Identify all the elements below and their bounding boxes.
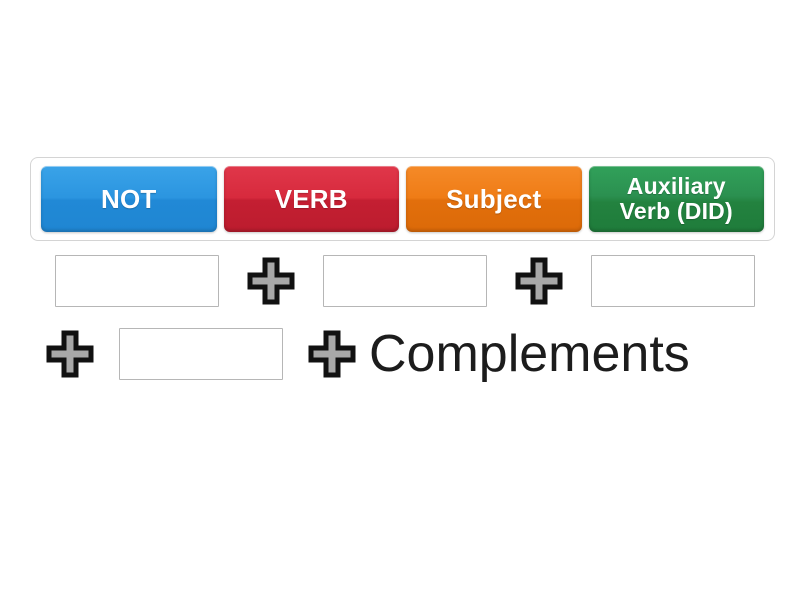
dropzone-slot-4[interactable] [119,328,283,380]
plus-icon [45,329,95,379]
tile-not[interactable]: NOT [41,166,217,232]
tile-auxiliary-verb[interactable]: Auxiliary Verb (DID) [588,166,764,232]
tile-verb[interactable]: VERB [223,166,399,232]
answer-row-2: Complements [45,328,765,380]
tile-not-label: NOT [101,183,157,214]
answer-row-1 [45,255,765,307]
plus-icon [246,256,296,306]
answer-area: Complements [45,255,765,380]
dropzone-slot-1[interactable] [55,255,219,307]
complements-static-label: Complements [369,325,690,383]
tile-subject[interactable]: Subject [406,166,582,232]
dropzone-slot-3[interactable] [591,255,755,307]
tile-auxiliary-verb-label: Auxiliary Verb (DID) [619,173,733,224]
tile-verb-label: VERB [274,183,348,214]
dropzone-slot-2[interactable] [323,255,487,307]
plus-icon [307,329,357,379]
tile-bank: NOT VERB Subject Auxiliary Verb (DID) [30,157,775,241]
tile-subject-label: Subject [446,183,542,214]
plus-icon [514,256,564,306]
